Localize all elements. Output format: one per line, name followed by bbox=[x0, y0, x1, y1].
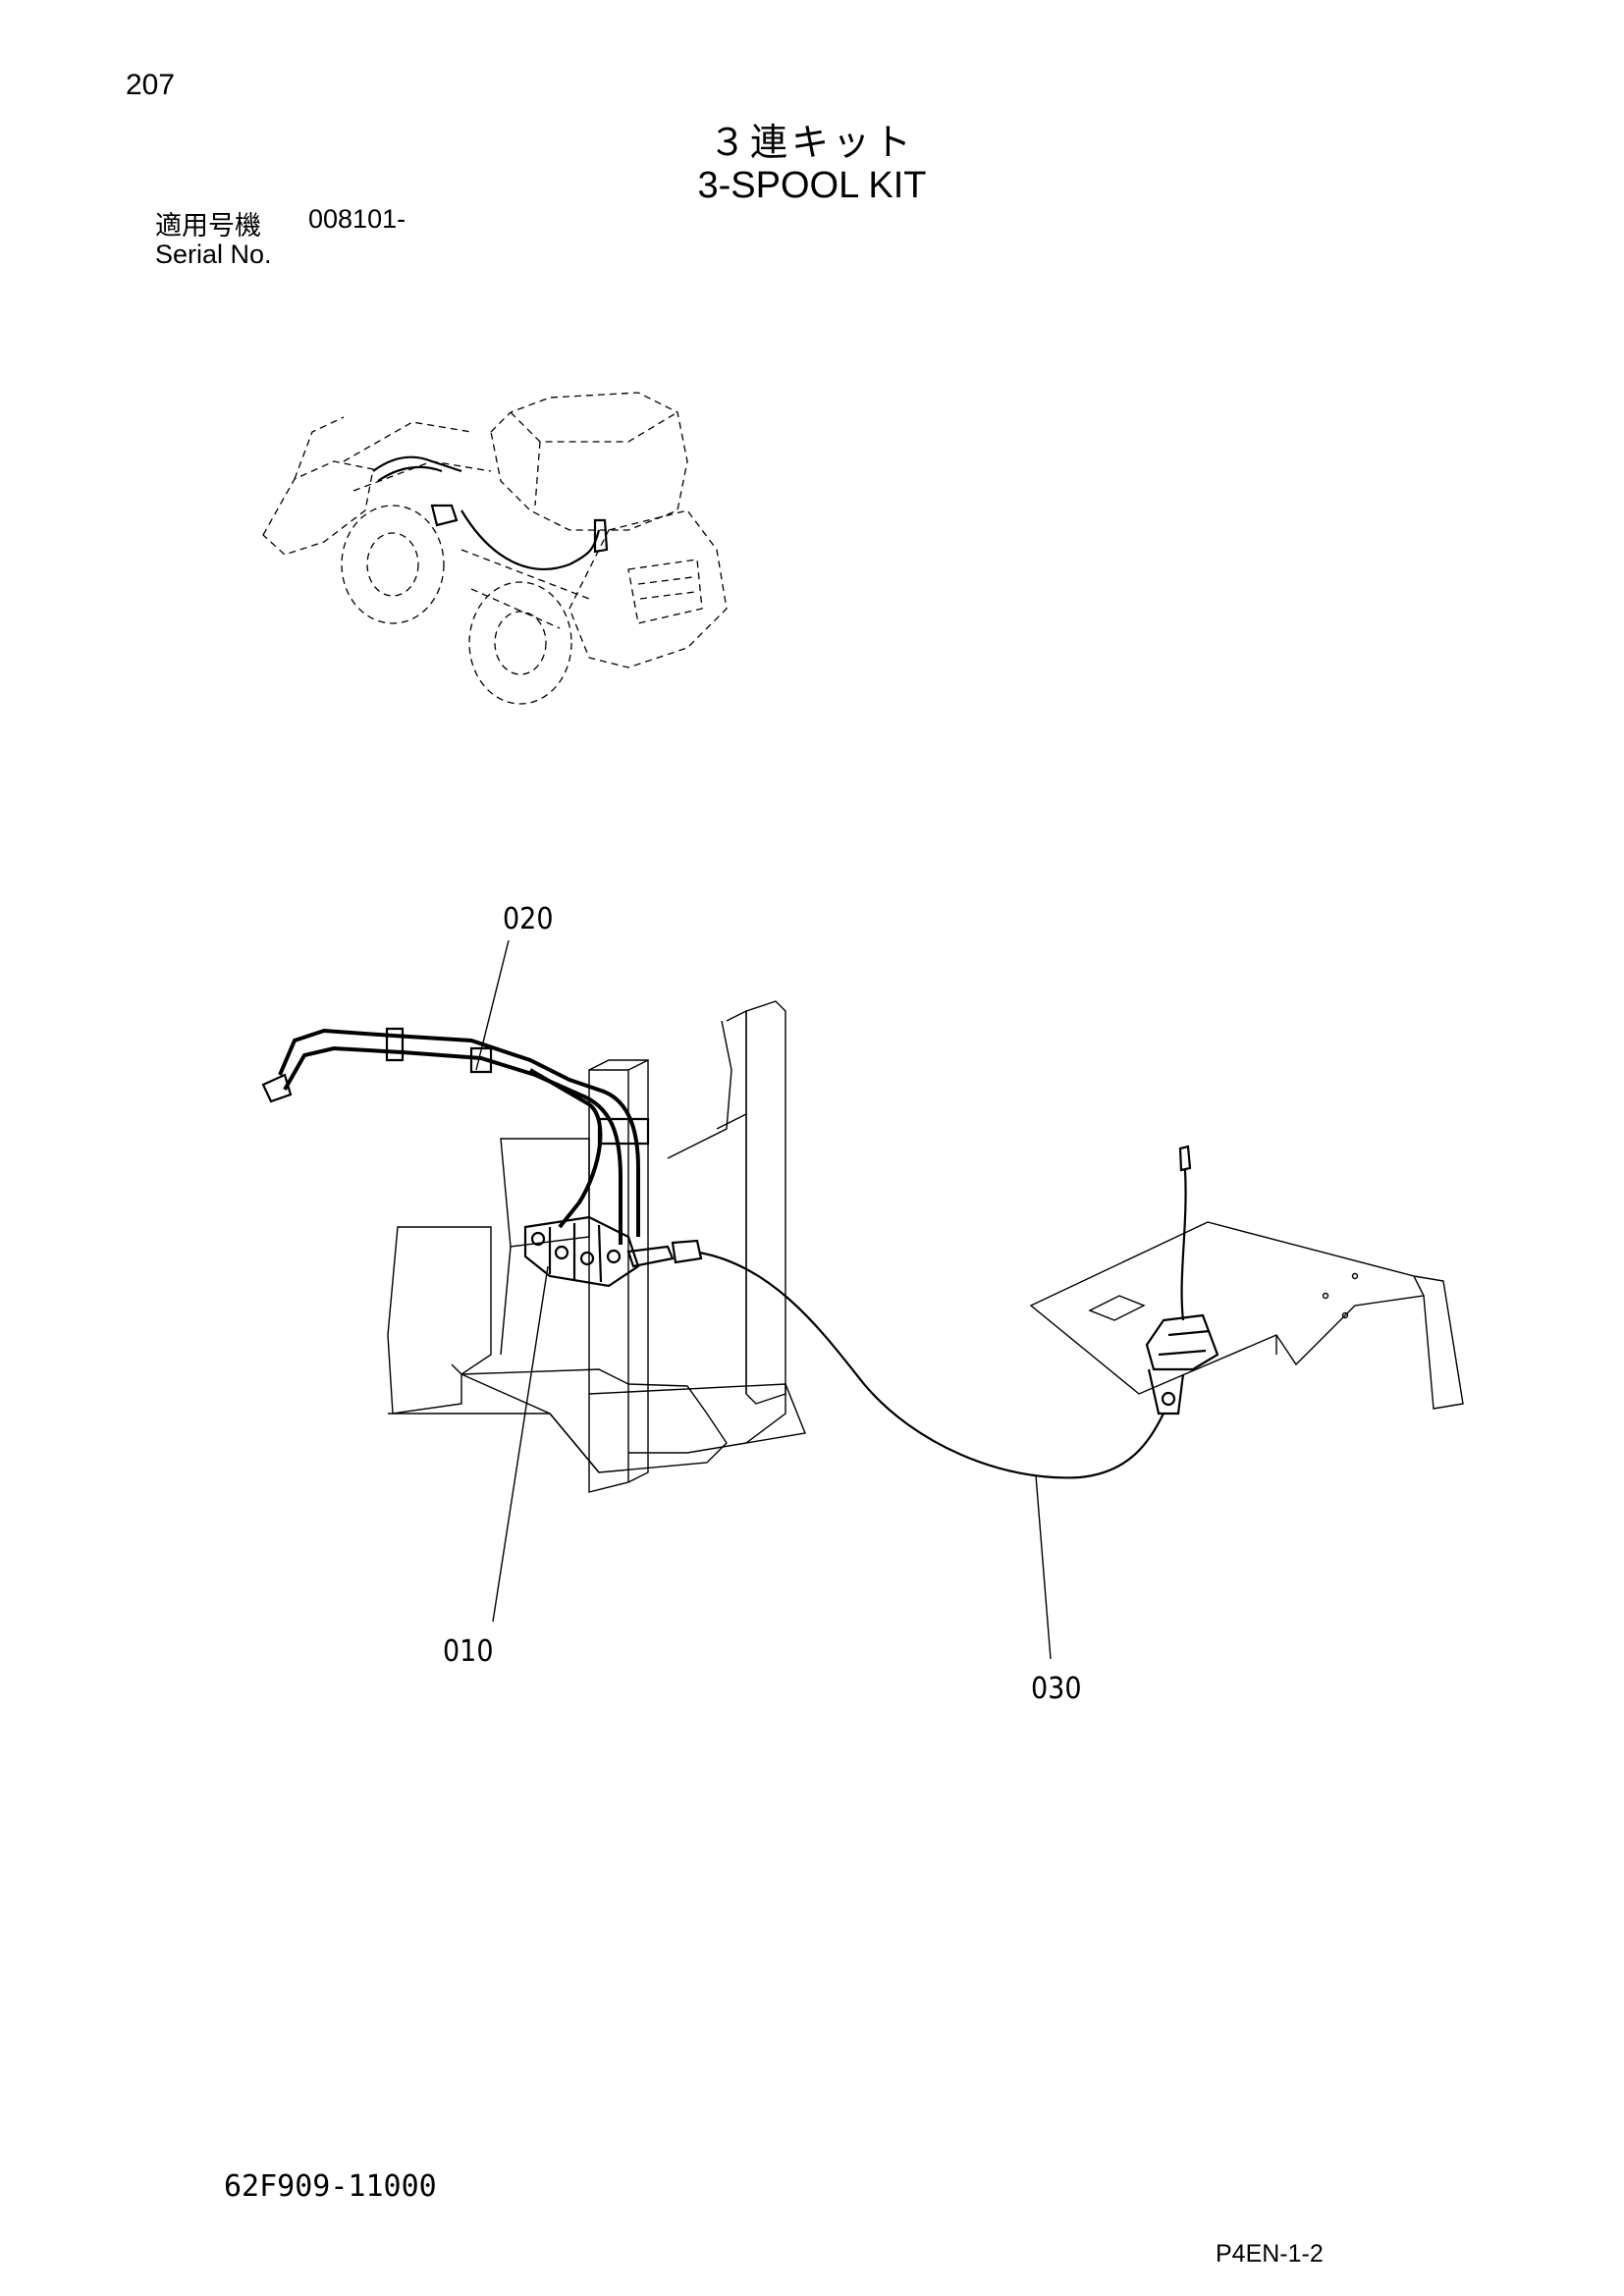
serial-label-en: Serial No. bbox=[155, 240, 272, 269]
page-title-en: 3-SPOOL KIT bbox=[697, 165, 927, 206]
drawing-number: 62F909-11000 bbox=[224, 2169, 437, 2204]
page-title-jp: ３連キット bbox=[708, 121, 915, 164]
main-detail-illustration bbox=[261, 1000, 1464, 1493]
leader-lines bbox=[475, 939, 1052, 1660]
machine-overview-illustration bbox=[262, 392, 728, 705]
page-number: 207 bbox=[126, 69, 176, 101]
serial-label-jp: 適用号機 bbox=[155, 211, 261, 241]
callout-030: 030 bbox=[1031, 1672, 1082, 1706]
page-code: P4EN-1-2 bbox=[1216, 2240, 1324, 2268]
callout-010: 010 bbox=[443, 1634, 494, 1669]
serial-value: 008101- bbox=[308, 204, 406, 234]
callout-020: 020 bbox=[503, 902, 554, 936]
